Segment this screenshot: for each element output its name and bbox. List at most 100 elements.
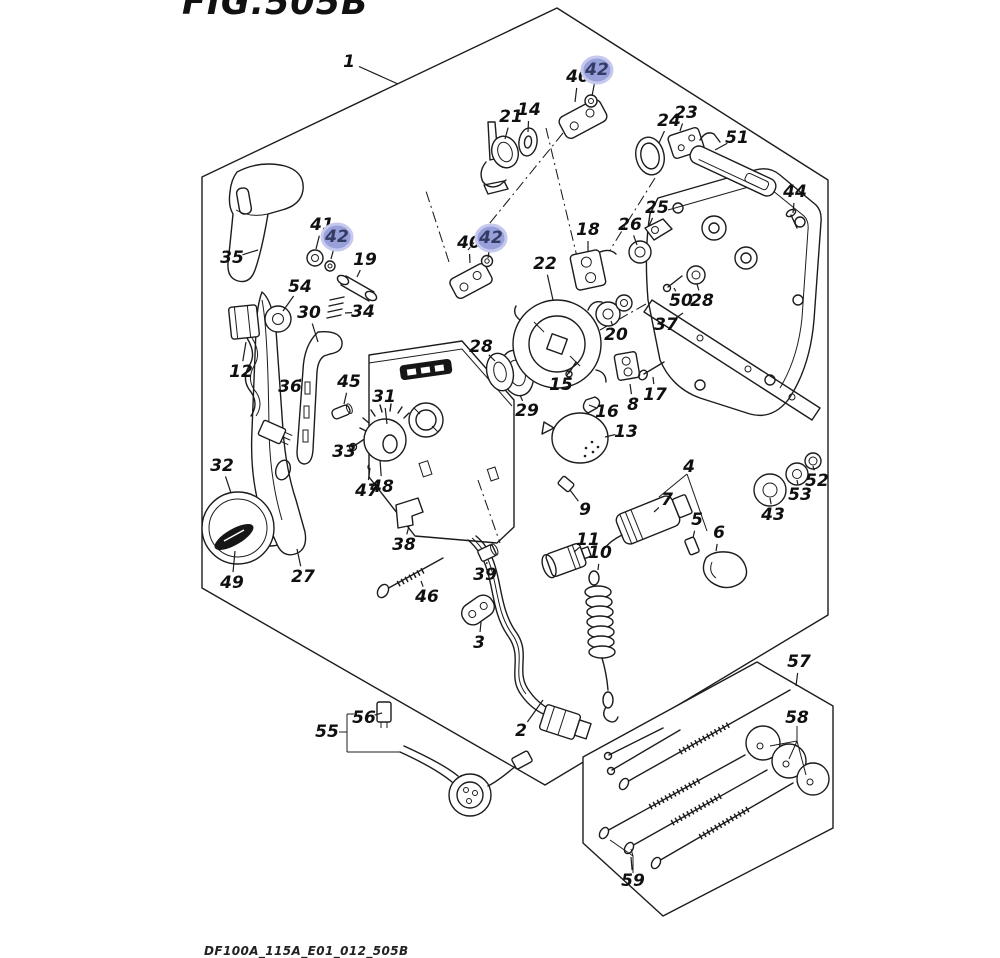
svg-text:45: 45 <box>336 372 361 392</box>
svg-text:14: 14 <box>517 100 541 120</box>
grommet-39 <box>477 543 499 562</box>
svg-text:35: 35 <box>220 248 244 268</box>
callout-45: 45 <box>336 372 361 404</box>
svg-text:15: 15 <box>549 375 573 395</box>
callout-46: 46 <box>414 581 439 607</box>
figure-footer: DF100A_115A_E01_012_505B <box>204 944 409 958</box>
svg-text:26: 26 <box>618 215 642 235</box>
svg-text:38: 38 <box>392 535 416 555</box>
svg-text:42: 42 <box>478 228 503 248</box>
svg-text:51: 51 <box>725 128 749 148</box>
bushing-24 <box>632 135 667 178</box>
key-lever-21 <box>481 122 522 194</box>
svg-text:3: 3 <box>473 633 485 653</box>
callout-4: 4 <box>682 457 695 477</box>
callout-18: 18 <box>576 220 600 252</box>
svg-text:46: 46 <box>414 587 439 607</box>
callout-8: 8 <box>627 384 639 415</box>
clamp-mid-40-42 <box>448 256 494 301</box>
callout-6: 6 <box>713 523 725 551</box>
svg-text:59: 59 <box>621 871 645 891</box>
round-connector <box>449 774 491 816</box>
svg-text:28: 28 <box>469 337 493 357</box>
terminal-5 <box>684 537 699 556</box>
callout-13: 13 <box>605 422 638 442</box>
plug-7 <box>614 489 695 546</box>
svg-text:19: 19 <box>353 250 377 270</box>
boss-26 <box>629 241 651 263</box>
callout-9: 9 <box>570 490 591 520</box>
svg-text:16: 16 <box>595 402 619 422</box>
svg-text:42: 42 <box>584 60 609 80</box>
callout-2: 2 <box>515 700 543 741</box>
callout-20: 20 <box>604 321 628 345</box>
callout-17: 17 <box>643 377 667 405</box>
arm-20 <box>596 295 632 326</box>
svg-text:12: 12 <box>229 362 253 382</box>
callout-19: 19 <box>353 250 377 277</box>
svg-text:43: 43 <box>760 505 785 525</box>
svg-text:20: 20 <box>604 325 628 345</box>
tilt-switch-18 <box>570 249 616 290</box>
svg-text:31: 31 <box>372 387 396 407</box>
band-9 <box>557 476 574 493</box>
svg-text:18: 18 <box>576 220 600 240</box>
svg-text:34: 34 <box>351 302 375 322</box>
callout-42-highlighted[interactable]: 42 <box>322 224 352 259</box>
callout-55: 55 <box>315 722 339 742</box>
svg-text:2: 2 <box>515 721 527 741</box>
svg-text:25: 25 <box>645 198 669 218</box>
svg-text:5: 5 <box>691 510 703 530</box>
callout-32: 32 <box>210 456 234 493</box>
callout-33: 33 <box>332 442 356 462</box>
callout-14: 14 <box>517 100 541 132</box>
svg-text:55: 55 <box>315 722 339 742</box>
svg-text:32: 32 <box>210 456 234 476</box>
svg-text:30: 30 <box>297 303 321 323</box>
fuse-56 <box>377 702 391 728</box>
svg-text:4: 4 <box>682 457 695 477</box>
svg-text:42: 42 <box>324 227 349 247</box>
lanyard-coil <box>585 586 615 658</box>
spring-34 <box>327 297 344 318</box>
clamp-top-40-42 <box>557 95 609 140</box>
callout-3: 3 <box>473 622 485 653</box>
callout-12: 12 <box>229 342 253 382</box>
washer-28b <box>687 266 705 284</box>
svg-text:10: 10 <box>588 543 612 563</box>
svg-text:7: 7 <box>661 490 673 510</box>
svg-text:28: 28 <box>690 291 714 311</box>
svg-text:58: 58 <box>785 708 809 728</box>
svg-text:9: 9 <box>579 500 591 520</box>
callout-58: 58 <box>785 708 809 728</box>
callout-39: 39 <box>473 562 497 585</box>
svg-text:49: 49 <box>219 573 244 593</box>
plate-3 <box>458 591 498 629</box>
callout-36: 36 <box>278 377 302 397</box>
svg-text:54: 54 <box>288 277 312 297</box>
screw-17 <box>637 362 664 381</box>
small-plates <box>458 543 500 629</box>
callout-51: 51 <box>715 128 749 150</box>
svg-text:27: 27 <box>291 567 315 587</box>
svg-text:6: 6 <box>713 523 725 543</box>
connector-assembly-4 <box>604 474 747 588</box>
callout-1: 1 <box>343 52 398 84</box>
nut-42 <box>325 261 335 271</box>
callout-52: 52 <box>805 466 829 491</box>
callout-29: 29 <box>515 395 539 421</box>
callout-42-highlighted[interactable]: 42 <box>476 225 506 258</box>
pin-19 <box>336 274 378 303</box>
callout-42-highlighted[interactable]: 42 <box>582 57 612 96</box>
svg-text:22: 22 <box>533 254 557 274</box>
svg-text:37: 37 <box>654 315 678 335</box>
callout-5: 5 <box>691 510 703 538</box>
svg-text:24: 24 <box>657 111 681 131</box>
washer-54 <box>265 306 291 332</box>
callout-15: 15 <box>549 372 573 395</box>
svg-text:13: 13 <box>614 422 638 442</box>
callout-10: 10 <box>588 543 612 570</box>
callout-22: 22 <box>533 254 557 300</box>
